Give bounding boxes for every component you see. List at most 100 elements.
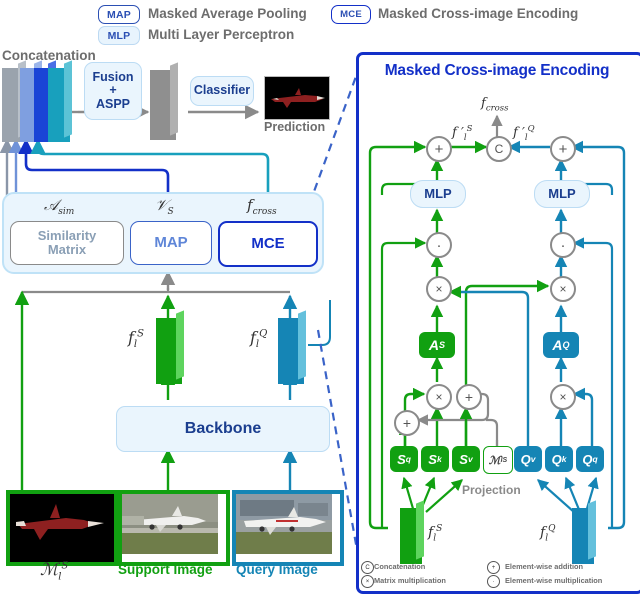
qq-sub: q [592, 454, 598, 464]
label-v-s: 𝒱S [155, 196, 174, 217]
elementwise-mult-node-left: · [426, 232, 452, 258]
f-s-sub: l [133, 339, 138, 351]
similarity-matrix-line2: Matrix [47, 242, 87, 257]
fusion-aspp-box[interactable]: Fusion + ASPP [84, 62, 142, 120]
sv-sub: v [467, 454, 473, 464]
legend-concat-icon: C [361, 561, 374, 574]
concat-node: C [486, 136, 512, 162]
support-feature-slab [156, 310, 184, 384]
map-module-box[interactable]: MAP [130, 221, 212, 265]
fprime-s-label: f ′lS [452, 124, 472, 143]
concat-slab-gray [2, 60, 26, 142]
sq-sub: q [405, 454, 411, 464]
mce-fs-sup: S [436, 524, 443, 534]
fused-feature-slab [150, 62, 178, 140]
query-feature-slab [278, 310, 306, 384]
prediction-image [264, 76, 330, 120]
legend-chip-mce: MCE [331, 5, 371, 24]
backbone-label: Backbone [184, 419, 262, 437]
projection-label: Projection [462, 483, 521, 497]
legend-chip-mlp: MLP [98, 26, 140, 45]
f-s-base: f [128, 328, 134, 347]
sv-base: S [459, 451, 468, 467]
mce-support-feature-slab [400, 500, 424, 564]
add-node-left-bottom: + [394, 410, 420, 436]
legend-concat-text: Concatenation [374, 562, 426, 571]
mce-f-sub: cross [485, 103, 509, 114]
legend-text-mlp: Multi Layer Perceptron [148, 27, 295, 42]
a-sim-symbol: 𝒜 [44, 196, 59, 214]
mce-fq-sub: l [545, 533, 549, 544]
mask-token-sup: S [502, 456, 508, 464]
qk-base: Q [551, 451, 562, 467]
add-node-left-lower: + [456, 384, 482, 410]
f-s-sup: S [137, 328, 144, 340]
similarity-matrix-line1: Similarity [37, 228, 97, 244]
prediction-label: Prediction [264, 120, 326, 134]
support-image-caption: Support Image [118, 562, 213, 577]
sk-base: S [428, 451, 437, 467]
mce-module-box[interactable]: MCE [218, 221, 318, 267]
add-node-right-top: + [550, 136, 576, 162]
v-s-symbol: 𝒱 [155, 196, 168, 214]
elementwise-mult-node-right: · [550, 232, 576, 258]
concat-slab-teal [48, 60, 72, 142]
fprime-q-sub: l [524, 132, 528, 143]
legend-matmul-text: Matrix multiplication [374, 576, 446, 585]
mlp-left-label: MLP [424, 186, 452, 202]
qv-base: Q [520, 451, 531, 467]
fusion-label-plus: + [109, 83, 117, 98]
legend-matmul-icon: × [361, 575, 374, 588]
mce-output-label: fcross [481, 96, 508, 114]
mce-query-feature-label: flQ [540, 524, 555, 543]
as-base: A [428, 337, 440, 353]
legend-add-icon: + [487, 561, 500, 574]
query-feature-label: flQ [250, 328, 267, 350]
mask-sub: l [58, 571, 62, 583]
mask-caption: ℳlS [40, 560, 68, 582]
mce-fq-base: f [540, 524, 546, 541]
legend-chip-map: MAP [98, 5, 140, 24]
mce-fs-base: f [428, 524, 434, 541]
matmul-node-right-upper: × [550, 276, 576, 302]
legend-elemmult-icon: · [487, 575, 500, 588]
add-node-left-top: + [426, 136, 452, 162]
f-q-sub: l [255, 339, 260, 351]
fprime-q-sup: Q [527, 124, 535, 134]
support-feature-label: flS [128, 328, 144, 350]
aq-sub: Q [562, 340, 570, 350]
mlp-box-support[interactable]: MLP [410, 180, 466, 208]
qv-sub: v [530, 454, 536, 464]
mask-token-sub: l [500, 456, 503, 464]
legend-text-mce: Masked Cross-image Encoding [378, 6, 579, 21]
label-f-cross: fcross [247, 196, 277, 217]
matmul-node-left-upper: × [426, 276, 452, 302]
classifier-box[interactable]: Classifier [190, 76, 254, 106]
mask-token-base: ℳ [488, 454, 501, 467]
similarity-matrix-box[interactable]: Similarity Matrix [10, 221, 124, 265]
mce-module-label: MCE [251, 235, 285, 253]
mce-support-feature-label: flS [428, 524, 442, 543]
backbone-box[interactable]: Backbone [116, 406, 330, 452]
fprime-s-sup: S [466, 124, 473, 134]
mce-fq-sup: Q [548, 524, 556, 534]
a-sim-subscript: sim [58, 207, 75, 217]
support-image [118, 490, 230, 566]
fusion-label-line1: Fusion [92, 70, 134, 85]
f-cross-subscript: cross [252, 207, 277, 217]
mask-symbol: ℳ [40, 560, 59, 580]
fprime-q-label: f ′lQ [513, 124, 535, 143]
qk-sub: k [561, 454, 567, 464]
concatenation-label: Concatenation [2, 48, 96, 63]
mlp-box-query[interactable]: MLP [534, 180, 590, 208]
as-sub: S [439, 340, 446, 350]
fprime-q-base: f ′ [513, 125, 525, 141]
matmul-node-left-lower: × [426, 384, 452, 410]
